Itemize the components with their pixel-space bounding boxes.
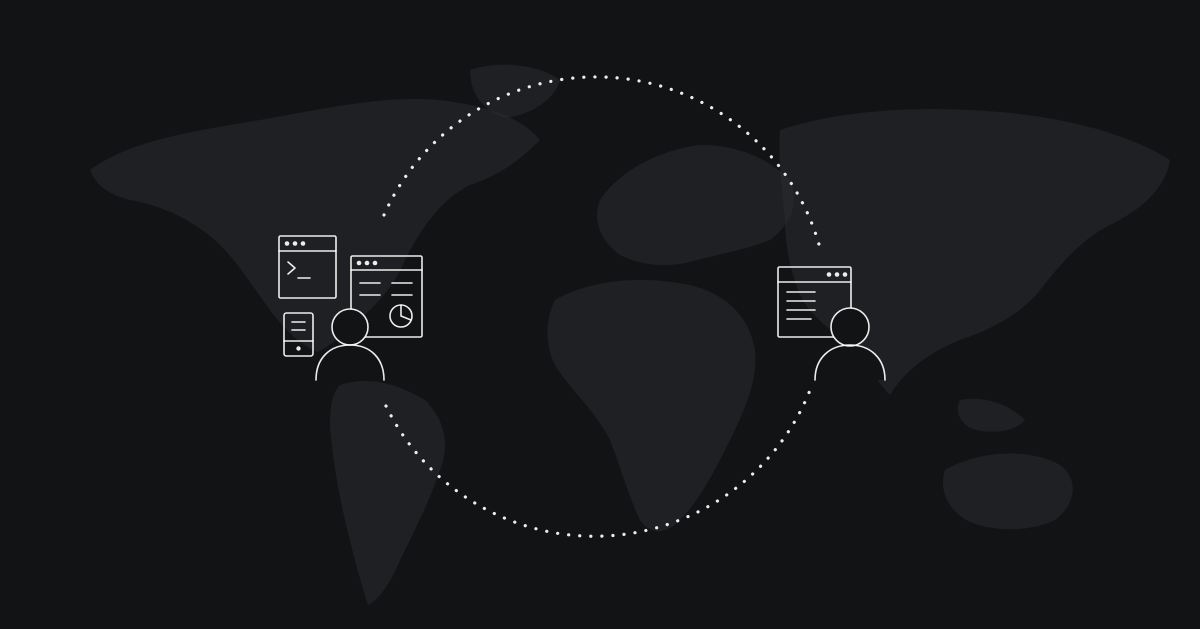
- dashboard-window-icon: [350, 255, 423, 338]
- person-icon: [315, 308, 385, 381]
- mobile-device-icon: [283, 312, 314, 357]
- map-australia: [942, 453, 1073, 530]
- person-icon: [814, 307, 886, 381]
- map-europe: [596, 145, 794, 266]
- document-window-icon: [777, 266, 852, 338]
- left-user-group: [278, 235, 423, 381]
- terminal-window-icon: [278, 235, 337, 299]
- map-africa: [547, 280, 756, 532]
- map-greenland: [470, 64, 560, 118]
- right-user-group: [777, 266, 886, 381]
- world-map-icon: [90, 64, 1170, 605]
- map-south-america: [330, 380, 445, 605]
- map-asia: [779, 109, 1170, 395]
- map-north-america: [90, 99, 540, 352]
- map-southeast-asia: [957, 398, 1025, 432]
